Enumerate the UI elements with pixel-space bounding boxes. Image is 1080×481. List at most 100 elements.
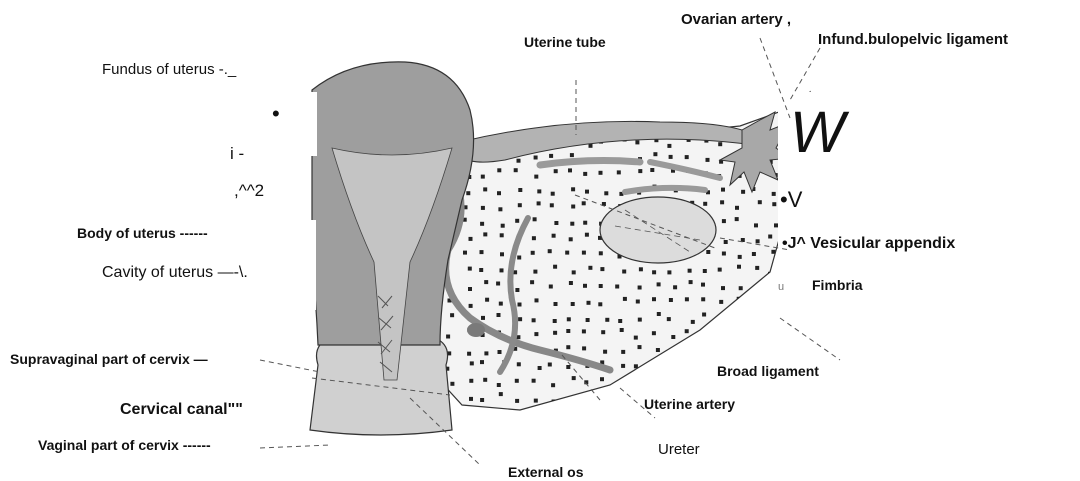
ligament-dot [531,251,535,255]
ligament-dot [739,286,743,290]
ligament-dot [481,316,485,320]
ligament-dot [554,302,558,306]
ligament-dot [517,362,521,366]
ligament-dot [484,351,488,355]
ligament-dot [657,282,661,286]
ligament-dot [735,217,739,221]
cervix [310,338,452,435]
ligament-dot [469,237,473,241]
ligament-dot [700,381,704,385]
ligament-dot [598,302,602,306]
ligament-dot [771,250,775,254]
ligament-dot [703,269,707,273]
ligament-dot [466,191,470,195]
label-bullet: • [272,103,280,125]
ligament-dot [538,366,542,370]
ligament-dot [690,381,694,385]
ligament-dot [480,360,484,364]
ligament-dot [497,383,501,387]
ligament-dot [572,270,576,274]
ligament-dot [468,287,472,291]
ligament-dot [517,159,521,163]
ligament-dot [600,396,604,400]
ligament-dot [669,155,673,159]
ligament-dot [636,300,640,304]
ligament-dot [768,395,772,399]
ligament-dot [535,298,539,302]
ligament-dot [500,233,504,237]
ligament-dot [723,314,727,318]
ligament-dot [756,239,760,243]
ligament-dot [688,269,692,273]
ligament-dot [499,302,503,306]
ligament-dot [722,219,726,223]
ligament-dot [639,267,643,271]
ligament-dot [722,252,726,256]
ligament-dot [705,361,709,365]
ligament-dot [571,205,575,209]
ligament-dot [706,250,710,254]
ligament-dot [685,329,689,333]
ligament-dot [497,191,501,195]
ureter-knot [467,323,485,337]
ligament-dot [652,331,656,335]
ligament-dot [549,285,553,289]
ligament-dot [809,318,813,322]
ligament-dot [589,144,593,148]
ligament-dot [480,250,484,254]
ligament-dot [720,200,724,204]
label-v-glyph: •V [780,189,802,211]
ligament-dot [689,280,693,284]
ligament-dot [707,346,711,350]
ligament-dot [758,200,762,204]
ligament-dot [735,206,739,210]
ligament-dot [481,206,485,210]
ligament-dot [723,348,727,352]
ligament-dot [571,399,575,403]
ligament-dot [499,392,503,396]
ligament-dot [701,297,705,301]
ligament-dot [498,350,502,354]
ligament-dot [586,318,590,322]
ligament-dot [483,187,487,191]
ligament-dot [768,235,772,239]
ligament-dot [669,298,673,302]
ligament-dot [553,265,557,269]
ligament-dot [738,255,742,259]
ligament-dot [587,301,591,305]
ligament-dot [534,332,538,336]
ligament-dot [534,156,538,160]
ligament-dot [582,346,586,350]
ligament-dot [772,192,776,196]
ligament-dot [638,286,642,290]
ligament-dot [786,330,790,334]
ligament-dot [480,398,484,402]
ligament-dot [757,380,761,384]
ligament-dot [668,362,672,366]
ligament-dot [617,170,621,174]
ligament-dot [483,378,487,382]
ligament-dot [667,144,671,148]
ligament-dot [572,376,576,380]
ligament-dot [533,217,537,221]
ligament-dot [706,158,710,162]
ligament-dot [599,251,603,255]
ligament-dot [735,350,739,354]
ligament-dot [667,317,671,321]
ligament-dot [774,313,778,317]
ligament-dot [469,379,473,383]
ligament-dot [450,382,454,386]
label-vaginal-part-of-cervix: Vaginal part of cervix ------ [38,438,211,452]
ligament-dot [701,283,705,287]
label-cervical-canal: Cervical canal"" [120,402,243,418]
ligament-dot [809,392,813,396]
ligament-dot [774,223,778,227]
label-uterine-artery: Uterine artery [644,397,735,411]
ligament-dot [685,297,689,301]
ligament-dot [638,318,642,322]
ligament-dot [582,201,586,205]
ligament-dot [566,329,570,333]
ligament-dot [619,381,623,385]
ligament-dot [514,168,518,172]
ligament-dot [485,298,489,302]
